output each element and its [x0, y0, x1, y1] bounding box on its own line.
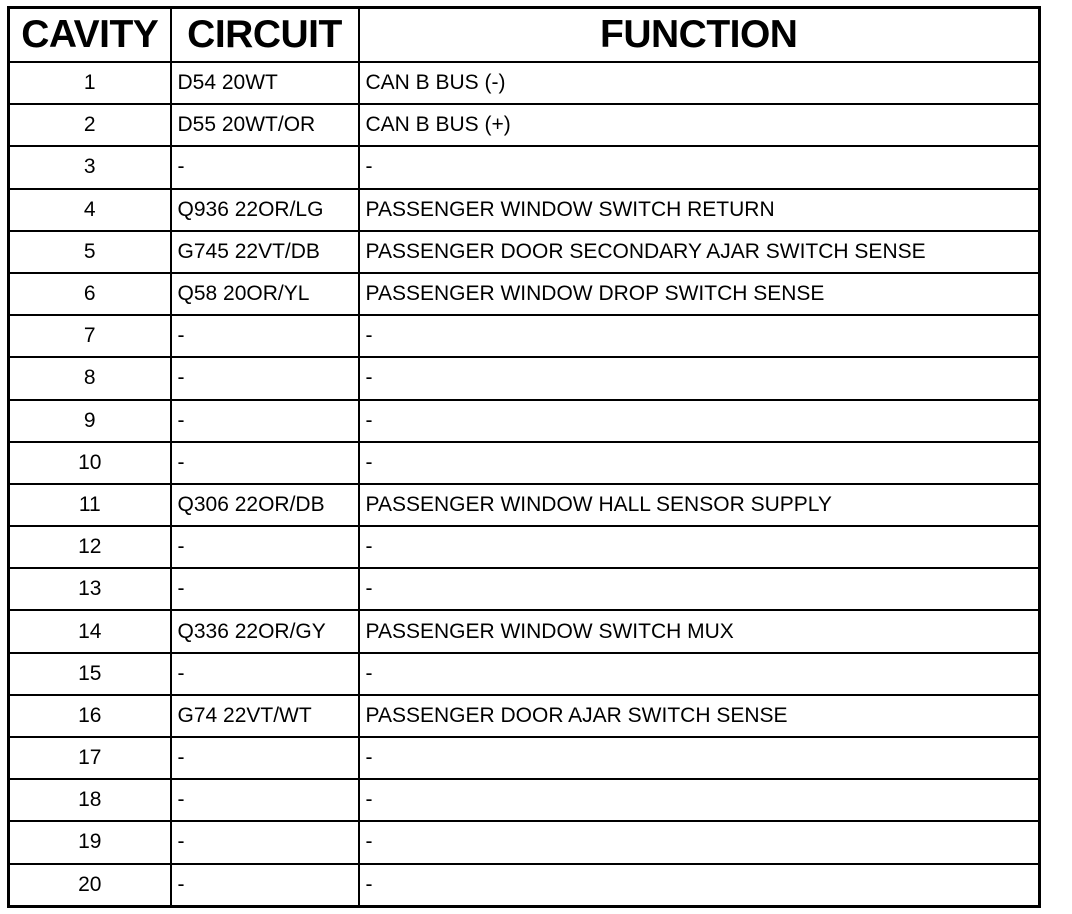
table-row: 18--: [7, 778, 1041, 823]
circuit-cell: -: [169, 567, 360, 612]
circuit-cell: D55 20WT/OR: [169, 103, 360, 148]
table-row: 9--: [7, 398, 1041, 443]
function-cell: -: [357, 356, 1041, 401]
cavity-cell: 15: [7, 651, 172, 696]
function-cell: CAN B BUS (+): [357, 103, 1041, 148]
cavity-cell: 11: [7, 482, 172, 528]
table-row: 17--: [7, 735, 1041, 781]
cavity-cell: 6: [7, 271, 172, 317]
function-cell: -: [357, 862, 1041, 908]
function-cell: -: [357, 145, 1041, 190]
cavity-cell: 9: [7, 398, 172, 443]
cavity-cell: 17: [7, 735, 172, 781]
table-row: 13--: [7, 567, 1041, 612]
table-row: 3--: [7, 145, 1041, 190]
function-cell: -: [357, 820, 1041, 865]
circuit-cell: -: [169, 145, 360, 190]
function-cell: -: [357, 567, 1041, 612]
cavity-cell: 1: [7, 60, 172, 106]
table-row: 10--: [7, 440, 1041, 485]
circuit-cell: D54 20WT: [169, 60, 360, 106]
function-cell: PASSENGER DOOR AJAR SWITCH SENSE: [357, 693, 1041, 739]
circuit-cell: Q936 22OR/LG: [169, 187, 360, 232]
function-cell: -: [357, 440, 1041, 485]
header-row: CAVITY CIRCUIT FUNCTION: [7, 6, 1041, 63]
function-cell: -: [357, 651, 1041, 696]
cavity-cell: 12: [7, 525, 172, 570]
table-row: 15--: [7, 651, 1041, 696]
circuit-cell: G74 22VT/WT: [169, 693, 360, 739]
header-cavity: CAVITY: [7, 6, 172, 63]
circuit-cell: -: [169, 525, 360, 570]
function-cell: -: [357, 735, 1041, 781]
function-cell: PASSENGER WINDOW HALL SENSOR SUPPLY: [357, 482, 1041, 528]
cavity-cell: 4: [7, 187, 172, 232]
circuit-cell: -: [169, 356, 360, 401]
table-row: 8--: [7, 356, 1041, 401]
cavity-cell: 16: [7, 693, 172, 739]
table-row: 20--: [7, 862, 1041, 908]
table-row: 19--: [7, 820, 1041, 865]
function-cell: -: [357, 398, 1041, 443]
table-row: 12--: [7, 525, 1041, 570]
function-cell: PASSENGER DOOR SECONDARY AJAR SWITCH SEN…: [357, 229, 1041, 274]
cavity-cell: 18: [7, 778, 172, 823]
circuit-cell: G745 22VT/DB: [169, 229, 360, 274]
cavity-cell: 8: [7, 356, 172, 401]
function-cell: CAN B BUS (-): [357, 60, 1041, 106]
function-cell: PASSENGER WINDOW SWITCH RETURN: [357, 187, 1041, 232]
function-cell: -: [357, 314, 1041, 359]
cavity-cell: 19: [7, 820, 172, 865]
circuit-cell: -: [169, 820, 360, 865]
circuit-cell: -: [169, 314, 360, 359]
header-circuit: CIRCUIT: [169, 6, 360, 63]
cavity-cell: 3: [7, 145, 172, 190]
circuit-cell: -: [169, 862, 360, 908]
header-function: FUNCTION: [357, 6, 1041, 63]
circuit-cell: Q58 20OR/YL: [169, 271, 360, 317]
cavity-cell: 10: [7, 440, 172, 485]
function-cell: PASSENGER WINDOW DROP SWITCH SENSE: [357, 271, 1041, 317]
circuit-cell: -: [169, 778, 360, 823]
function-cell: -: [357, 778, 1041, 823]
function-cell: -: [357, 525, 1041, 570]
circuit-cell: -: [169, 651, 360, 696]
cavity-cell: 20: [7, 862, 172, 908]
table-row: 7--: [7, 314, 1041, 359]
cavity-cell: 7: [7, 314, 172, 359]
circuit-cell: Q336 22OR/GY: [169, 609, 360, 654]
circuit-cell: -: [169, 735, 360, 781]
circuit-cell: Q306 22OR/DB: [169, 482, 360, 528]
circuit-cell: -: [169, 440, 360, 485]
circuit-cell: -: [169, 398, 360, 443]
cavity-cell: 2: [7, 103, 172, 148]
function-cell: PASSENGER WINDOW SWITCH MUX: [357, 609, 1041, 654]
cavity-cell: 14: [7, 609, 172, 654]
cavity-cell: 5: [7, 229, 172, 274]
cavity-cell: 13: [7, 567, 172, 612]
